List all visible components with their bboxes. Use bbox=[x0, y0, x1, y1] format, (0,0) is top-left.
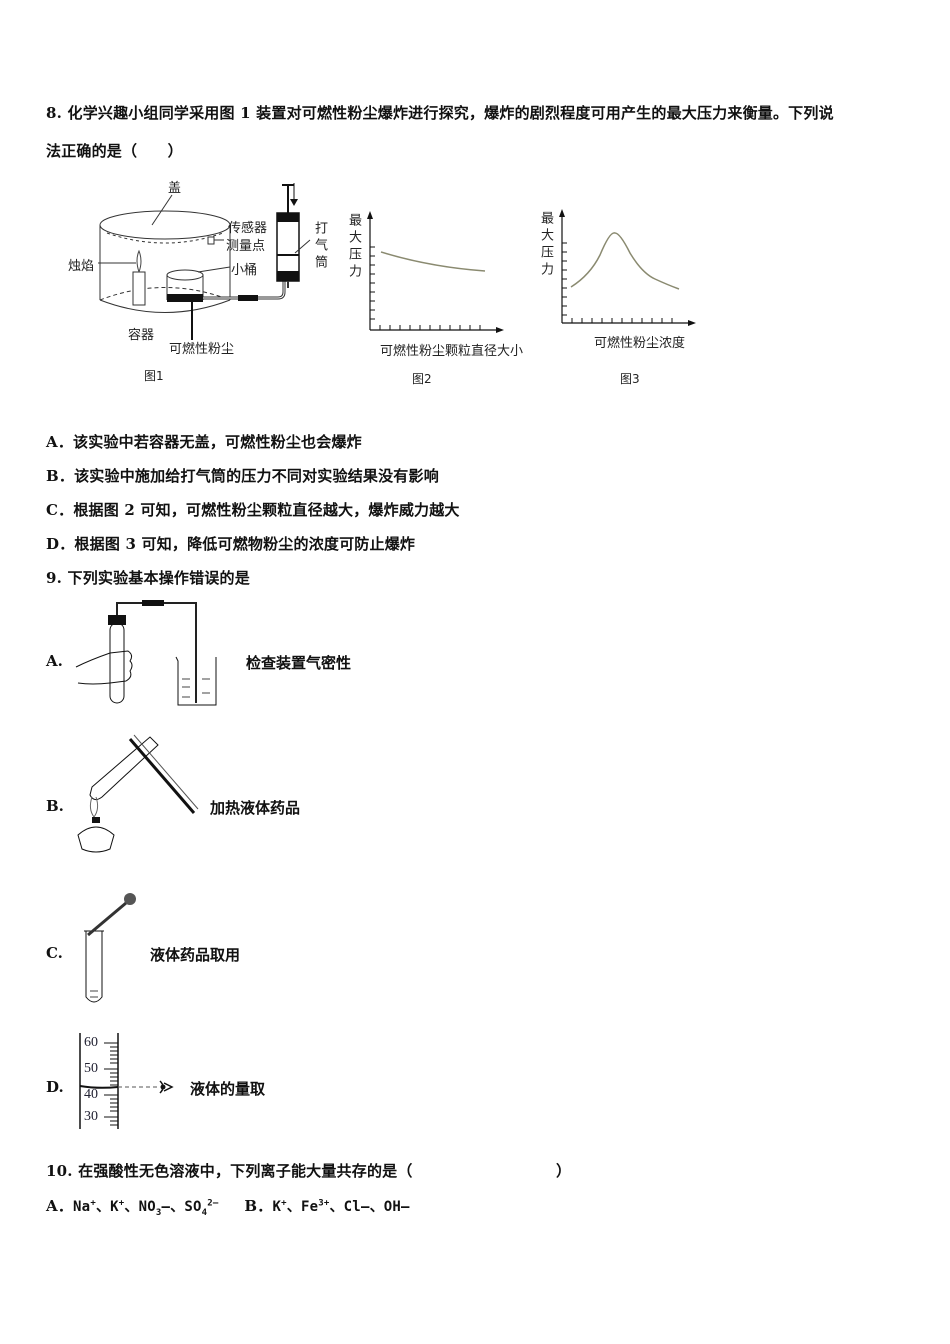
q9-option-c[interactable]: C. 液体药品取用 bbox=[40, 885, 300, 1015]
option-letter: A. bbox=[46, 652, 63, 670]
q10-stem: 10. 在强酸性无色溶液中，下列离子能大量共存的是（ ） bbox=[46, 1160, 576, 1181]
option-letter: B． bbox=[46, 467, 75, 485]
dust-concentration-chart bbox=[559, 209, 696, 326]
dropper-tube-illustration bbox=[84, 893, 136, 1003]
option-caption: 液体的量取 bbox=[190, 1080, 266, 1098]
ion-no3: NO bbox=[138, 1199, 156, 1215]
q10-stem-text: 在强酸性无色溶液中，下列离子能大量共存的是（ bbox=[78, 1162, 413, 1180]
q10-number: 10. bbox=[46, 1162, 73, 1180]
q10-stem-close: ） bbox=[556, 1162, 572, 1180]
explosion-apparatus-diagram bbox=[98, 183, 311, 340]
option-caption: 检查装置气密性 bbox=[246, 654, 352, 672]
q9-option-b[interactable]: B. 加热液体药品 bbox=[40, 725, 360, 860]
option-letter: A． bbox=[46, 1197, 74, 1215]
heating-liquid-illustration bbox=[77, 734, 199, 853]
option-letter: D． bbox=[46, 535, 75, 553]
figure2-caption: 图2 bbox=[412, 372, 432, 386]
q8-stem-line2: 法正确的是（ ） bbox=[46, 142, 183, 160]
option-letter: C． bbox=[46, 501, 74, 519]
label-lid: 盖 bbox=[168, 181, 182, 196]
q8-option-b[interactable]: B．该实验中施加给打气筒的压力不同对实验结果没有影响 bbox=[46, 465, 439, 486]
ion-k: K bbox=[110, 1199, 119, 1215]
figure2-chart: 最大压力 可燃性粉尘颗粒直径大小 图2 bbox=[340, 205, 540, 390]
figure1-apparatus: 盖 烛焰 传感器 测量点 小桶 打气筒 容器 可燃性粉尘 图1 bbox=[60, 175, 350, 390]
scale-50: 50 bbox=[84, 1061, 98, 1076]
airtightness-check-illustration bbox=[75, 600, 217, 706]
option-text: 该实验中若容器无盖，可燃性粉尘也会爆炸 bbox=[73, 433, 362, 451]
option-text: 根据图 3 可知，降低可燃物粉尘的浓度可防止爆炸 bbox=[74, 535, 416, 553]
q9-option-a[interactable]: A. 检查装置气密性 bbox=[40, 595, 400, 710]
fig2-ylabel: 最大压力 bbox=[346, 213, 361, 281]
option-letter: B． bbox=[244, 1197, 273, 1215]
ion-fe: Fe bbox=[300, 1199, 319, 1215]
option-caption: 加热液体药品 bbox=[210, 799, 301, 817]
q8-stem-line1: 8. 化学兴趣小组同学采用图 1 装置对可燃性粉尘爆炸进行探究，爆炸的剧烈程度可… bbox=[46, 102, 834, 123]
graduated-cylinder-illustration bbox=[79, 1033, 174, 1129]
label-bucket: 小桶 bbox=[231, 263, 258, 278]
option-text: 该实验中施加给打气筒的压力不同对实验结果没有影响 bbox=[74, 467, 439, 485]
ion-so4: SO bbox=[184, 1199, 202, 1215]
ion-na: Na bbox=[73, 1199, 91, 1215]
fig3-xlabel: 可燃性粉尘浓度 bbox=[594, 336, 686, 351]
option-caption: 液体药品取用 bbox=[150, 946, 241, 964]
figure3-chart: 最大压力 可燃性粉尘浓度 图3 bbox=[530, 205, 730, 390]
q9-stem-text: 下列实验基本操作错误的是 bbox=[67, 569, 250, 587]
q8-option-a[interactable]: A．该实验中若容器无盖，可燃性粉尘也会爆炸 bbox=[46, 431, 362, 452]
fig3-ylabel: 最大压力 bbox=[538, 211, 553, 279]
label-pump: 打气筒 bbox=[312, 221, 327, 272]
label-candle: 烛焰 bbox=[68, 259, 95, 274]
label-container: 容器 bbox=[128, 328, 155, 343]
particle-size-chart bbox=[367, 211, 504, 333]
ion-oh: OH bbox=[383, 1199, 402, 1215]
ion-cl: Cl bbox=[343, 1199, 361, 1215]
q9-stem: 9. 下列实验基本操作错误的是 bbox=[46, 567, 250, 588]
q8-number: 8. bbox=[46, 104, 63, 122]
fig2-xlabel: 可燃性粉尘颗粒直径大小 bbox=[380, 344, 524, 359]
ion-k: K bbox=[272, 1199, 282, 1215]
option-letter: A． bbox=[46, 433, 74, 451]
q10-option-b[interactable]: B．K+、Fe3+、Cl—、OH— bbox=[244, 1197, 410, 1215]
label-measure-point: 测量点 bbox=[226, 239, 266, 254]
q10-options-row: A．Na+、K+、NO3—、SO42— B．K+、Fe3+、Cl—、OH— bbox=[46, 1195, 410, 1218]
q10-option-a[interactable]: A．Na+、K+、NO3—、SO42— bbox=[46, 1197, 219, 1218]
q9-option-d[interactable]: D. 60 50 40 30 液体的量取 bbox=[40, 1025, 320, 1135]
scale-30: 30 bbox=[84, 1109, 98, 1124]
option-letter: C. bbox=[46, 944, 63, 962]
q9-number: 9. bbox=[46, 569, 63, 587]
label-sensor: 传感器 bbox=[228, 221, 268, 236]
figure3-caption: 图3 bbox=[620, 372, 640, 386]
q8-option-d[interactable]: D．根据图 3 可知，降低可燃物粉尘的浓度可防止爆炸 bbox=[46, 533, 415, 554]
option-letter: D. bbox=[46, 1078, 64, 1096]
option-letter: B. bbox=[46, 797, 64, 815]
label-dust: 可燃性粉尘 bbox=[169, 342, 235, 357]
option-text: 根据图 2 可知，可燃性粉尘颗粒直径越大，爆炸威力越大 bbox=[73, 501, 460, 519]
figure1-caption: 图1 bbox=[144, 369, 164, 383]
scale-60: 60 bbox=[84, 1035, 98, 1050]
scale-40: 40 bbox=[84, 1087, 98, 1102]
q8-option-c[interactable]: C．根据图 2 可知，可燃性粉尘颗粒直径越大，爆炸威力越大 bbox=[46, 499, 460, 520]
q8-stem-text: 化学兴趣小组同学采用图 1 装置对可燃性粉尘爆炸进行探究，爆炸的剧烈程度可用产生… bbox=[67, 104, 834, 122]
